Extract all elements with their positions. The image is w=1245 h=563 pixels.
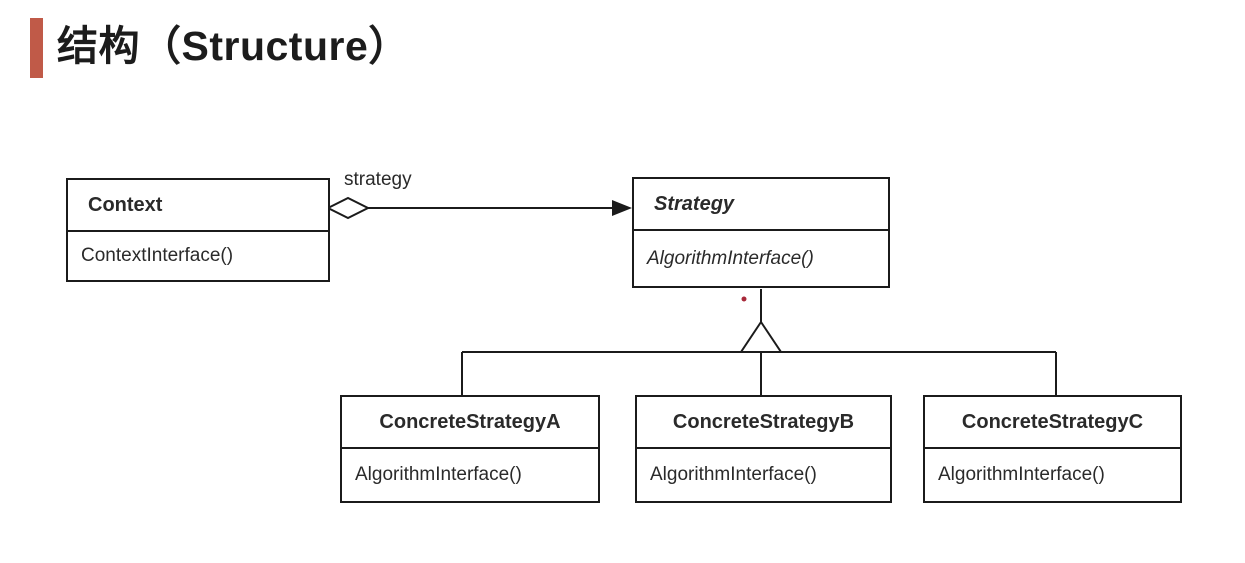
page-title: 结构（Structure）: [57, 23, 410, 69]
inheritance-triangle-icon: [739, 320, 783, 353]
aggregation-diamond-icon: [325, 196, 371, 220]
class-method: AlgorithmInterface(): [938, 464, 1105, 485]
class-method: AlgorithmInterface(): [650, 464, 817, 485]
class-name: ConcreteStrategyB: [637, 397, 890, 449]
class-name: Context: [68, 180, 328, 232]
uml-class-concrete-strategy-c: ConcreteStrategyC AlgorithmInterface(): [923, 395, 1182, 503]
uml-class-concrete-strategy-b: ConcreteStrategyB AlgorithmInterface(): [635, 395, 892, 503]
uml-class-concrete-strategy-a: ConcreteStrategyA AlgorithmInterface(): [340, 395, 600, 503]
class-name: ConcreteStrategyA: [342, 397, 598, 449]
red-dot: [741, 296, 747, 302]
uml-class-context: Context ContextInterface(): [66, 178, 330, 282]
class-name: Strategy: [634, 179, 888, 231]
class-name: ConcreteStrategyC: [925, 397, 1180, 449]
class-method: ContextInterface(): [81, 245, 234, 266]
solid-arrowhead-icon: [612, 200, 632, 216]
title-accent-bar: [30, 18, 43, 78]
class-method: AlgorithmInterface(): [647, 247, 814, 269]
association-label: strategy: [344, 169, 412, 190]
uml-class-strategy: Strategy AlgorithmInterface(): [632, 177, 890, 288]
class-method: AlgorithmInterface(): [355, 464, 522, 485]
